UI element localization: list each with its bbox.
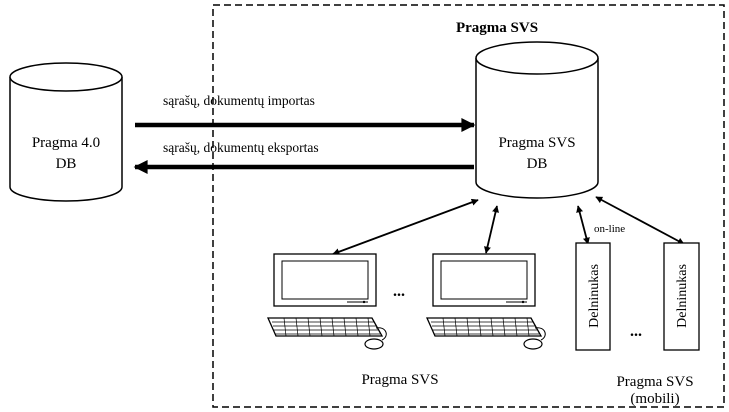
pragma-40-db-label-line1: Pragma 4.0 (32, 135, 100, 151)
mobile-device-1-label: Delninukas (587, 264, 602, 328)
online-label: on-line (594, 223, 625, 235)
db-workstation-2-link (484, 205, 499, 254)
system-title: Pragma SVS (456, 20, 538, 36)
workstations-caption: Pragma SVS (361, 372, 438, 388)
mobile-device-1: Delninukas (575, 242, 611, 351)
db-mobile-1-link (576, 205, 590, 245)
mobile-caption-line2: (mobili) (630, 391, 679, 407)
import-label: sąrašų, dokumentų importas (163, 93, 315, 108)
mobile-ellipsis: ... (630, 323, 642, 340)
db-mobile-2-link (595, 196, 685, 245)
system-boundary (212, 4, 725, 408)
pragma-40-db-label-line2: DB (56, 156, 77, 172)
pragma-svs-db-label-line1: Pragma SVS (498, 135, 575, 151)
mobile-device-2: Delninukas (663, 242, 700, 351)
db-workstation-1-link (332, 198, 479, 256)
workstation-2 (425, 253, 546, 350)
mobile-device-2-label: Delninukas (675, 264, 690, 328)
workstation-1 (266, 253, 387, 350)
mobile-caption-line1: Pragma SVS (616, 374, 693, 390)
workstation-ellipsis: ... (393, 283, 405, 300)
pragma-40-db-cylinder: Pragma 4.0 DB (9, 62, 123, 202)
pragma-svs-db-label-line2: DB (527, 156, 548, 172)
export-label: sąrašų, dokumentų eksportas (163, 140, 319, 155)
pragma-svs-db-cylinder: Pragma SVS DB (475, 41, 599, 199)
